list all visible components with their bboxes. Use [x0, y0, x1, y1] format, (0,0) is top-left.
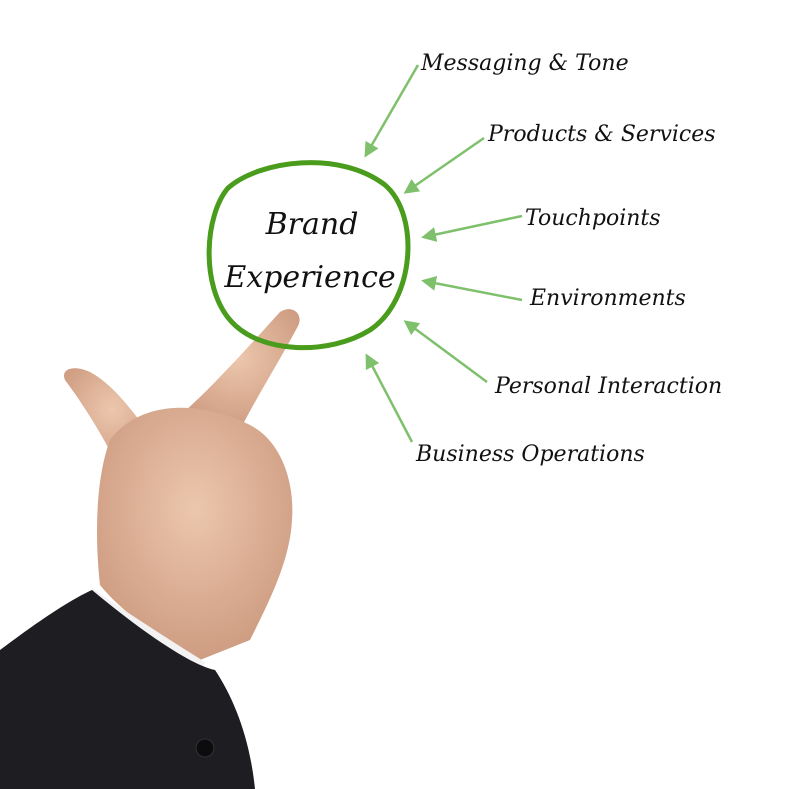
arrow-products: [403, 136, 485, 194]
center-title-line1: Brand: [265, 207, 359, 242]
label-touchpoints: Touchpoints: [525, 206, 661, 231]
label-business-operations: Business Operations: [415, 442, 645, 467]
suit-sleeve: [0, 590, 255, 789]
arrow-messaging: [364, 64, 420, 158]
pointing-hand: [0, 309, 300, 789]
index-finger: [175, 309, 300, 430]
label-products-services: Products & Services: [487, 122, 716, 147]
center-title-line2: Experience: [223, 260, 395, 295]
arrow-environments: [421, 275, 523, 302]
label-personal-interaction: Personal Interaction: [494, 374, 722, 399]
label-messaging-tone: Messaging & Tone: [420, 51, 629, 76]
sleeve-button: [195, 738, 215, 758]
arrow-business: [365, 353, 414, 443]
brand-circle: [206, 160, 411, 351]
arrow-touchpoints: [421, 214, 523, 242]
arrows: [364, 64, 523, 443]
label-environments: Environments: [529, 286, 686, 311]
arrow-personal: [403, 320, 488, 384]
fist: [97, 407, 293, 660]
